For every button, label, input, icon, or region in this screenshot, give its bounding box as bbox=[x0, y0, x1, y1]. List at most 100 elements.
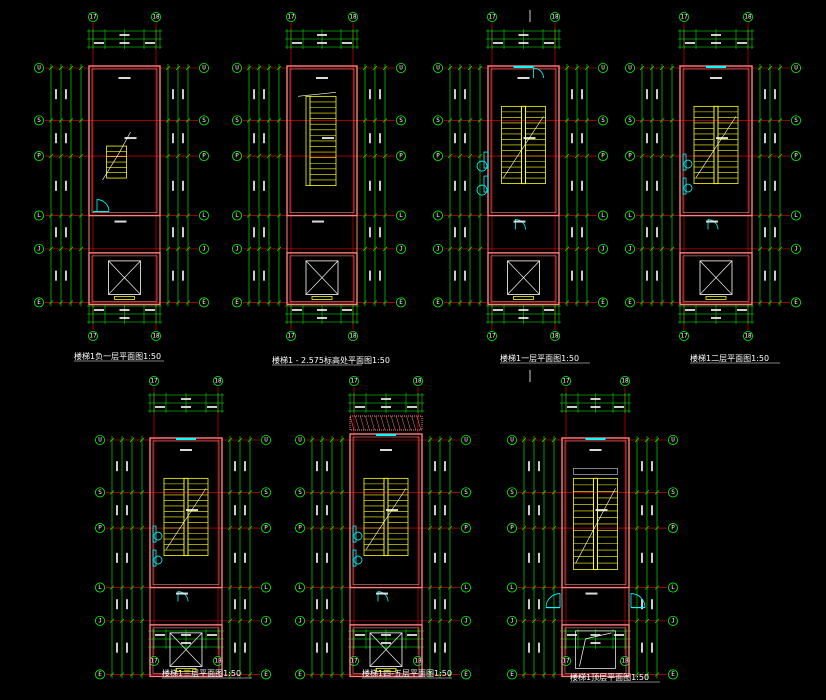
dimension-tick bbox=[634, 437, 640, 443]
stair-well-handrail bbox=[713, 105, 719, 185]
elevator-car bbox=[507, 260, 540, 295]
dimension-tick bbox=[574, 246, 580, 252]
dimension-tick bbox=[185, 118, 191, 123]
dimension-text-glyph bbox=[253, 180, 255, 191]
axis-bubble bbox=[598, 210, 609, 221]
axis-bubble bbox=[791, 243, 802, 254]
axis-label-U: U bbox=[436, 65, 440, 72]
dimension-text-glyph bbox=[464, 180, 466, 191]
dimension-tick bbox=[767, 246, 773, 252]
dimension-tick bbox=[58, 153, 64, 159]
axis-label-E: E bbox=[794, 299, 798, 306]
wall-niche bbox=[152, 525, 157, 543]
annotation-glyph bbox=[710, 77, 722, 79]
dimension-tick bbox=[362, 246, 368, 252]
dimension-tick bbox=[447, 118, 453, 123]
dimension-text-glyph bbox=[181, 642, 191, 644]
dimension-tick bbox=[129, 585, 135, 590]
dimension-text-glyph bbox=[581, 180, 583, 191]
axis-label-J: J bbox=[628, 245, 632, 252]
axis-label-S: S bbox=[601, 117, 605, 124]
dimension-text-glyph bbox=[379, 89, 381, 100]
axis-bubble bbox=[285, 330, 296, 341]
dimension-tick bbox=[246, 65, 252, 71]
elevator-shaft-wall bbox=[679, 252, 753, 306]
axis-label-S: S bbox=[671, 489, 675, 496]
axis-label-18: 18 bbox=[152, 333, 160, 340]
axis-bubble bbox=[95, 582, 106, 593]
elevator-machine-line bbox=[585, 632, 612, 640]
dimension-text-glyph bbox=[94, 42, 104, 44]
dimension-tick bbox=[256, 213, 262, 218]
dimension-tick bbox=[551, 672, 557, 677]
axis-label-L: L bbox=[98, 584, 102, 591]
dimension-tick bbox=[362, 153, 368, 159]
axis-bubble bbox=[598, 243, 609, 254]
dimension-tick bbox=[644, 525, 650, 531]
axis-label-17: 17 bbox=[350, 378, 358, 385]
dimension-tick bbox=[447, 618, 453, 624]
dimension-text-glyph bbox=[656, 180, 658, 191]
roof-hatch-line bbox=[406, 415, 411, 431]
dimension-text-glyph bbox=[493, 42, 503, 44]
axis-label-U: U bbox=[202, 65, 206, 72]
dimension-text-glyph bbox=[182, 227, 184, 238]
axis-bubble bbox=[679, 11, 690, 22]
wall-niche bbox=[352, 549, 357, 567]
dimension-tick bbox=[339, 585, 345, 590]
elevator-shaft-inner-wall bbox=[490, 255, 557, 302]
axis-bubble bbox=[198, 297, 209, 308]
dimension-text-glyph bbox=[316, 505, 318, 516]
axis-label-P: P bbox=[37, 153, 41, 160]
elevator-shaft-inner-wall bbox=[152, 627, 220, 674]
dimension-text-glyph bbox=[454, 227, 456, 238]
dimension-tick bbox=[175, 246, 181, 252]
axis-label-J: J bbox=[202, 245, 206, 252]
fire-hydrant-icon bbox=[476, 160, 488, 172]
dimension-text-glyph bbox=[571, 227, 573, 238]
dimension-text-glyph bbox=[126, 552, 128, 563]
dimension-tick bbox=[777, 213, 783, 218]
dimension-tick bbox=[654, 525, 660, 531]
dimension-tick bbox=[256, 65, 262, 71]
axis-label-17: 17 bbox=[150, 378, 158, 385]
dimension-tick bbox=[644, 585, 650, 590]
dimension-tick bbox=[175, 65, 181, 71]
axis-bubble bbox=[598, 297, 609, 308]
fire-hydrant-icon bbox=[153, 555, 163, 565]
stair-shaft-wall bbox=[561, 437, 630, 589]
dimension-tick bbox=[437, 672, 443, 677]
dimension-text-glyph bbox=[234, 642, 236, 653]
dimension-text-glyph bbox=[646, 227, 648, 238]
dimension-text-glyph bbox=[774, 227, 776, 238]
dimension-text-glyph bbox=[116, 505, 118, 516]
wall-niche bbox=[483, 175, 489, 193]
dimension-tick bbox=[767, 118, 773, 123]
dimension-tick bbox=[447, 672, 453, 677]
axis-label-17: 17 bbox=[89, 14, 97, 21]
dimension-text-glyph bbox=[65, 270, 67, 281]
dimension-tick bbox=[185, 213, 191, 218]
dimension-text-glyph bbox=[342, 309, 352, 311]
dimension-tick bbox=[649, 118, 655, 123]
dimension-text-glyph bbox=[116, 461, 118, 472]
axis-label-17: 17 bbox=[150, 658, 158, 665]
dimension-text-glyph bbox=[326, 461, 328, 472]
dimension-text-glyph bbox=[172, 89, 174, 100]
dimension-text-glyph bbox=[528, 461, 530, 472]
dimension-tick bbox=[531, 618, 537, 624]
dimension-tick bbox=[247, 525, 253, 531]
dimension-tick bbox=[237, 525, 243, 531]
stair-shaft-wall bbox=[286, 65, 358, 217]
dimension-tick bbox=[139, 672, 145, 677]
axis-bubble bbox=[506, 615, 517, 626]
axis-bubble bbox=[506, 487, 517, 498]
dimension-tick bbox=[767, 153, 773, 159]
axis-bubble bbox=[791, 151, 802, 162]
dimension-tick bbox=[129, 618, 135, 624]
fire-hydrant-icon bbox=[153, 531, 163, 541]
dimension-tick bbox=[319, 585, 325, 590]
dimension-tick bbox=[372, 153, 378, 159]
axis-bubble bbox=[668, 669, 679, 680]
